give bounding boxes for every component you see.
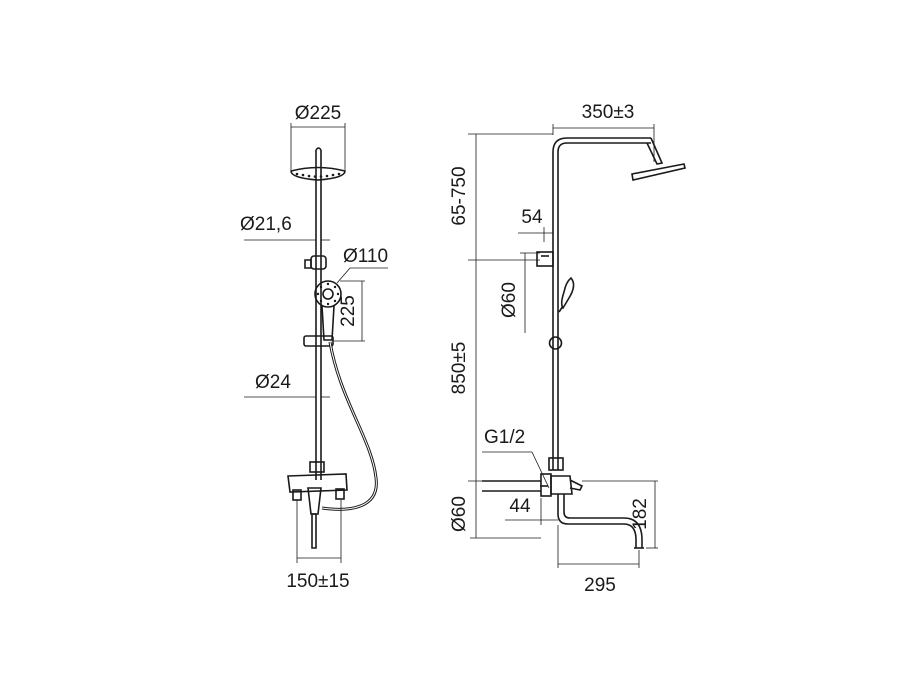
hand-shower-height-label: 225	[338, 295, 359, 327]
side-view: 350±3 65-750 850±5 54 Ø60 G1/2	[449, 102, 686, 596]
holder-front	[304, 255, 327, 270]
bar-height-label: 850±5	[449, 342, 470, 395]
spout-side	[557, 494, 644, 549]
hand-shower-front	[314, 280, 342, 341]
holder-side	[536, 251, 554, 267]
holder-offset-label: 54	[521, 207, 543, 228]
hose-front	[321, 341, 378, 511]
flange-diameter-label: Ø60	[449, 496, 470, 532]
hand-shower-diameter-label: Ø110	[343, 246, 388, 267]
inlet-spacing-label: 150±15	[286, 571, 349, 592]
overhead-shower-side	[631, 163, 686, 181]
riser-pipe-side	[552, 137, 664, 470]
spout-reach-label: 295	[584, 575, 616, 596]
front-view: Ø225 Ø21,6 Ø110	[240, 103, 388, 592]
slide-holder-front	[303, 335, 334, 347]
slide-holder-side	[548, 336, 563, 350]
thread-label: G1/2	[484, 427, 525, 448]
head-diameter-label: Ø225	[295, 103, 341, 124]
spout-height-label: 182	[630, 498, 651, 530]
mixer-side	[540, 457, 584, 497]
head-height-label: 65-750	[449, 166, 470, 225]
wall-offset-label: 44	[509, 496, 531, 517]
riser-pipe-front	[315, 147, 322, 480]
mixer-front	[287, 461, 348, 549]
pipe-diameter-label: Ø21,6	[240, 214, 292, 235]
overhead-shower-front	[290, 166, 346, 181]
bar-diameter-label: Ø24	[255, 372, 291, 393]
arm-length-label: 350±3	[582, 102, 635, 123]
holder-diameter-label: Ø60	[499, 282, 520, 318]
hand-shower-side	[560, 276, 575, 310]
